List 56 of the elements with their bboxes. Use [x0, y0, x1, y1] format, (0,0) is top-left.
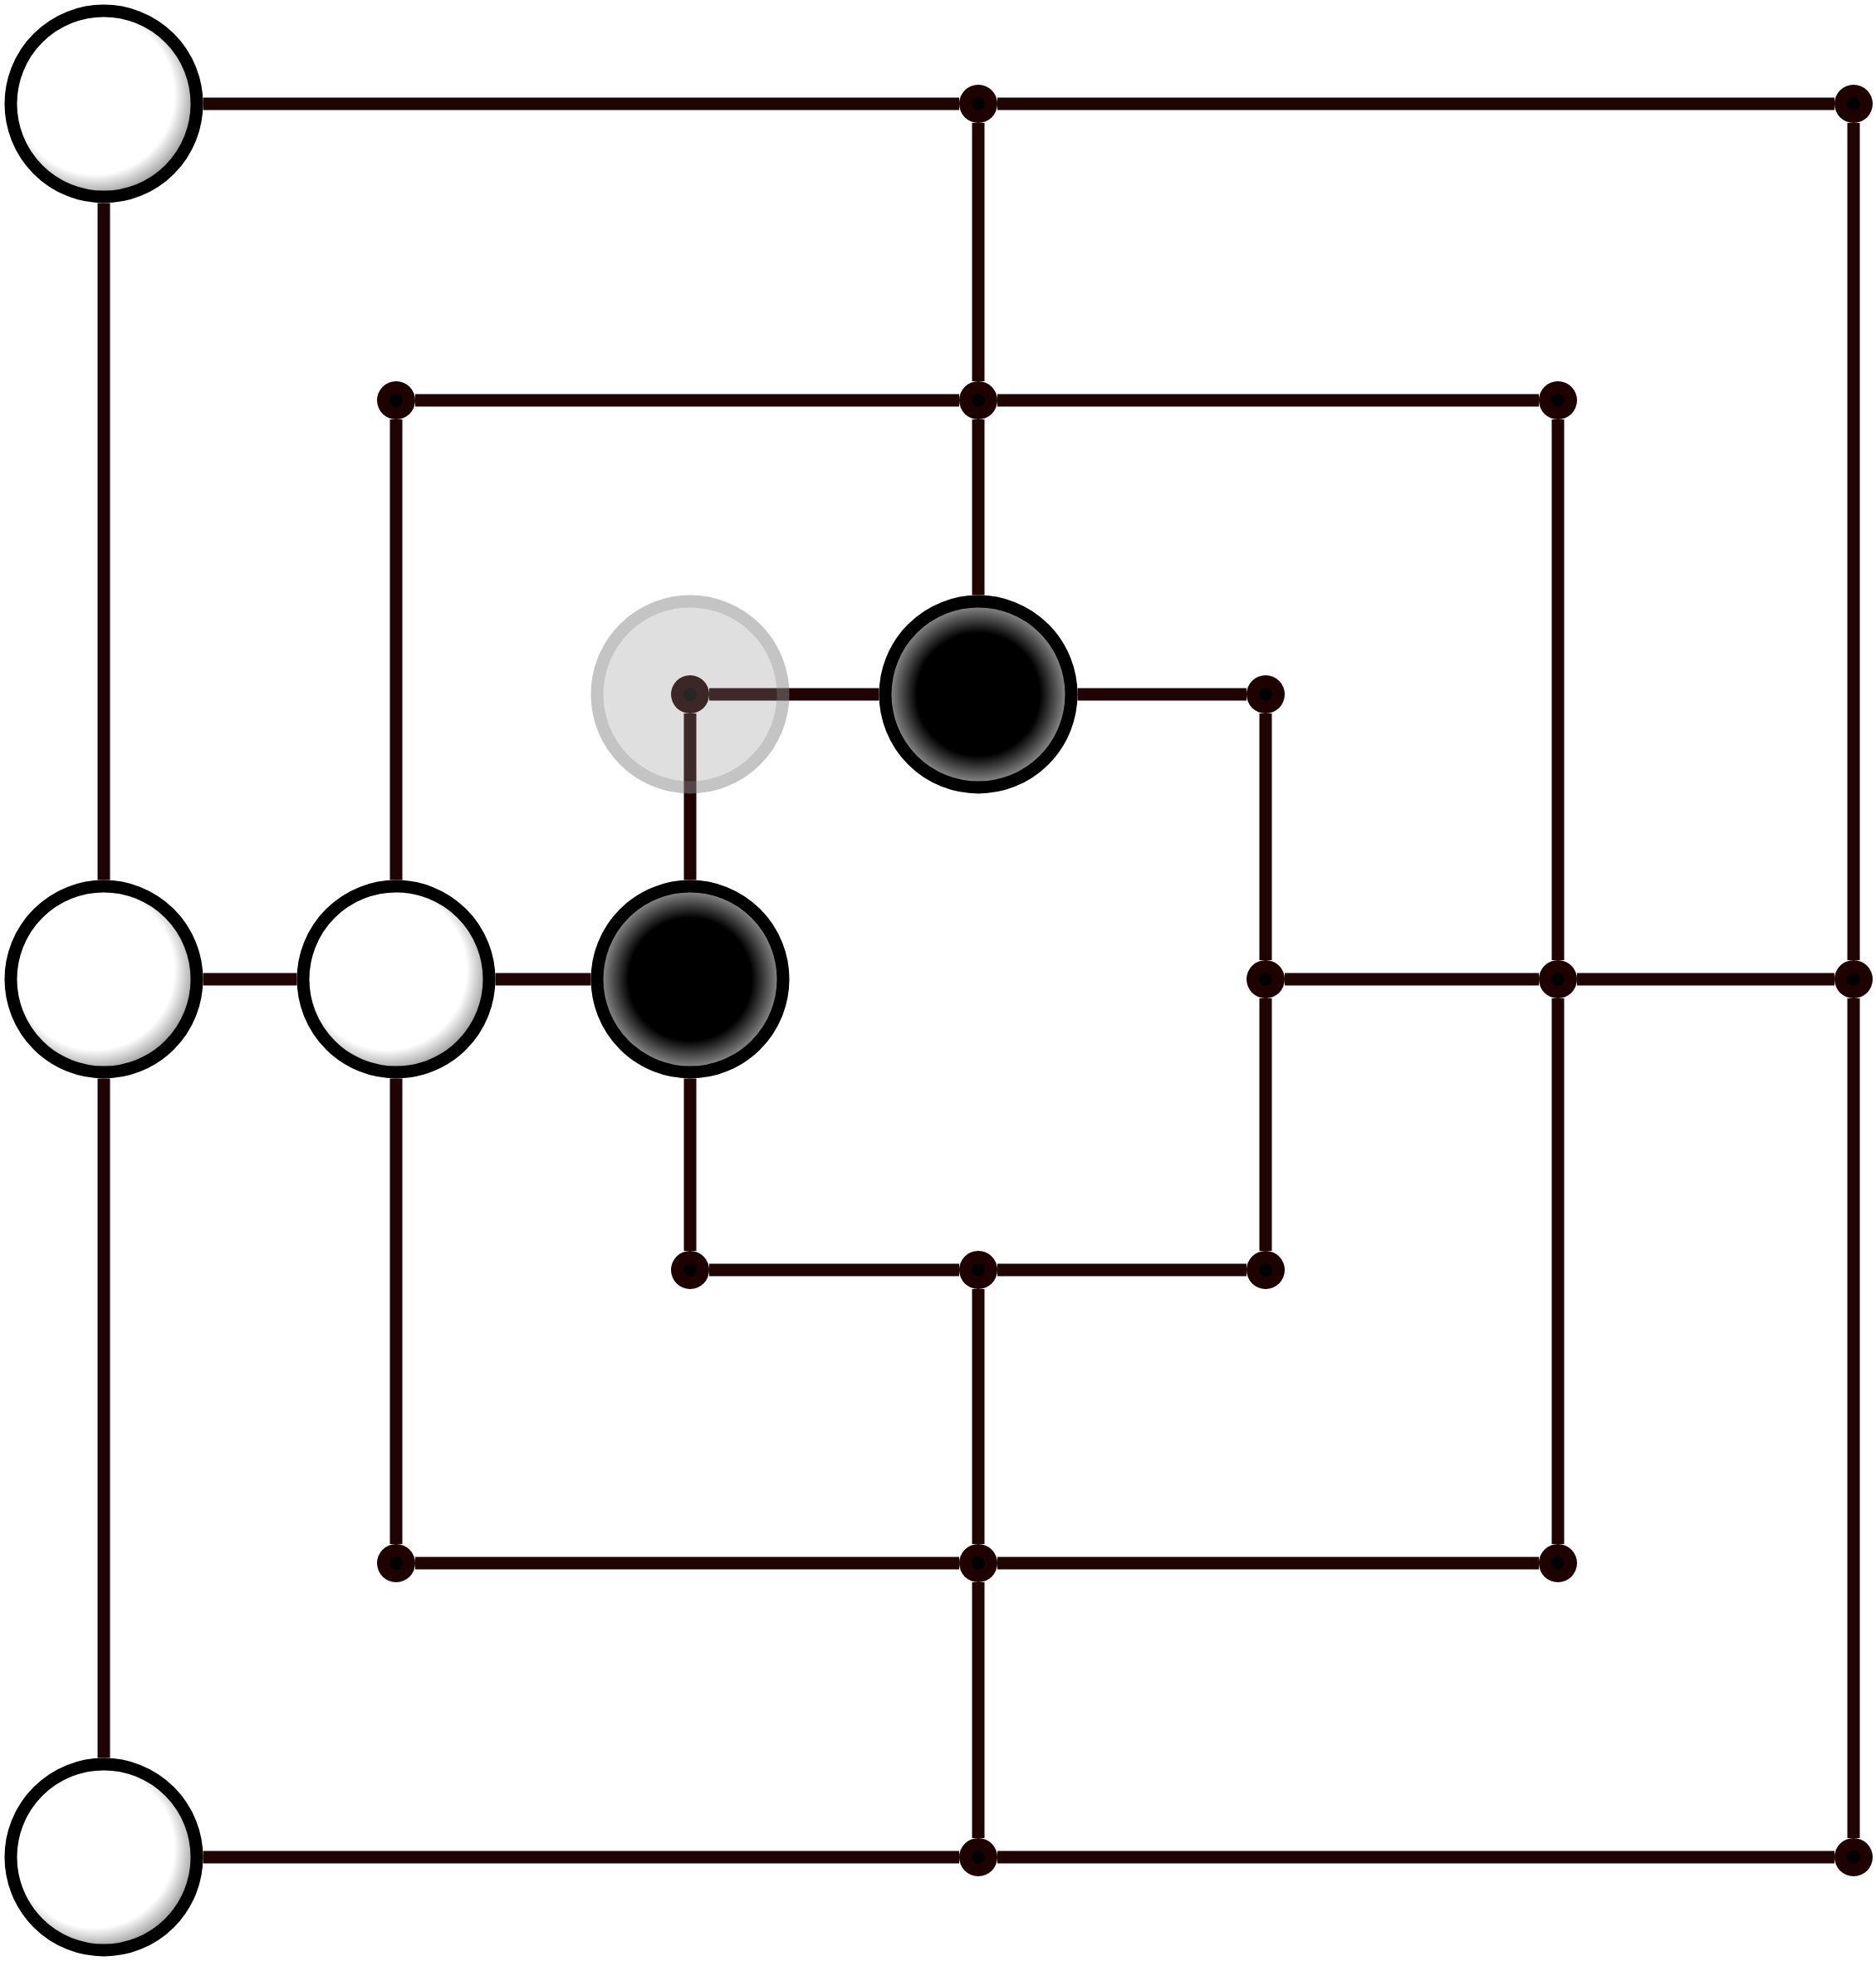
board-line [1285, 973, 1539, 986]
board-line [203, 1851, 959, 1864]
board-line [1077, 688, 1247, 701]
board-line [1551, 419, 1565, 960]
board-point [1834, 85, 1873, 123]
board-line [203, 97, 959, 110]
board-point [1834, 1838, 1873, 1876]
board-line [1847, 123, 1860, 960]
board-point [1539, 1544, 1577, 1582]
board-line [389, 1078, 403, 1544]
board-line [495, 973, 591, 986]
game-piece [879, 595, 1078, 794]
board-point [1539, 960, 1577, 998]
board-point [959, 85, 997, 123]
board-point [377, 1544, 415, 1582]
game-piece [4, 880, 203, 1079]
board-line [972, 123, 985, 381]
board-point [959, 1838, 997, 1876]
board-line [203, 973, 297, 986]
board-point [1247, 1251, 1285, 1289]
board-line [1847, 998, 1860, 1838]
board-point [959, 381, 997, 419]
board-line [972, 419, 985, 596]
board-line [1259, 713, 1272, 960]
board-line [1577, 973, 1834, 986]
board-line [997, 1263, 1247, 1277]
board-point [1247, 960, 1285, 998]
board-point [671, 1251, 709, 1289]
board-line [389, 419, 403, 880]
board-line [415, 1557, 959, 1570]
board-point [1834, 960, 1873, 998]
board-line [683, 713, 697, 880]
board-line [97, 203, 110, 880]
board-point [377, 381, 415, 419]
board-line [415, 394, 959, 407]
board-line [709, 1263, 959, 1277]
game-piece [4, 1758, 203, 1957]
board-line [997, 1557, 1539, 1570]
board-line [1259, 998, 1272, 1251]
board-line [972, 1582, 985, 1838]
board-line [997, 1851, 1834, 1864]
board-line [97, 1078, 110, 1758]
game-piece [590, 880, 790, 1079]
board-line [709, 688, 879, 701]
board-point [671, 675, 709, 713]
game-piece [296, 880, 496, 1079]
game-piece [4, 4, 203, 203]
board-line [1551, 998, 1565, 1544]
board-point [1539, 381, 1577, 419]
board-line [683, 1078, 697, 1251]
board-line [997, 97, 1834, 110]
board-line [972, 1289, 985, 1544]
board-line [997, 394, 1539, 407]
board-point [959, 1544, 997, 1582]
board-point [1247, 675, 1285, 713]
board-point [959, 1251, 997, 1289]
